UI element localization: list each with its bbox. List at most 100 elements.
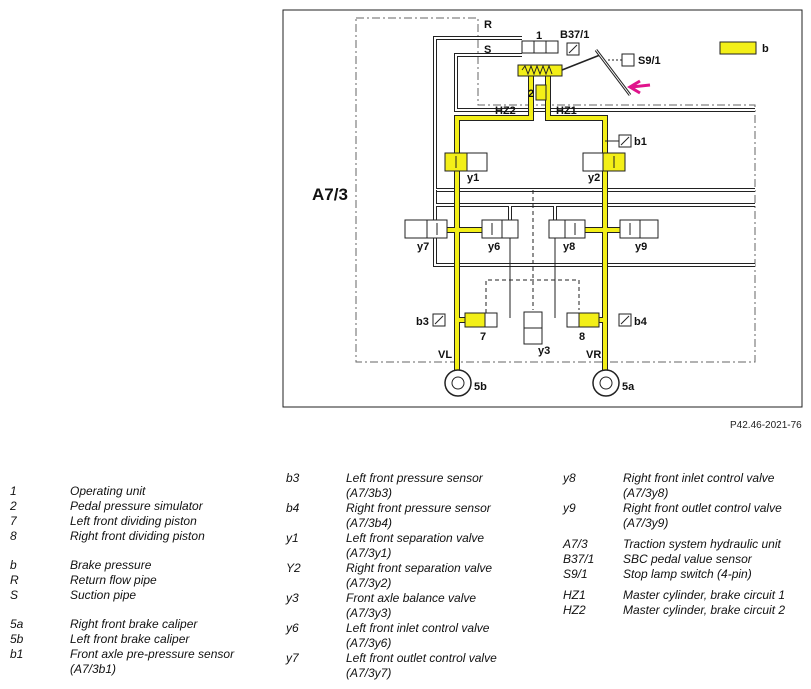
legend-desc: SBC pedal value sensor [623, 552, 752, 566]
label-B37: B37/1 [560, 29, 589, 41]
valve-y2 [582, 152, 626, 172]
legend-code: S [10, 588, 19, 602]
legend-item-sub: (A7/3y2) [286, 576, 556, 591]
legend-code: S9/1 [563, 567, 588, 581]
label-8: 8 [579, 331, 585, 343]
legend-desc: Right front dividing piston [70, 529, 205, 543]
legend-sub: (A7/3y6) [346, 636, 392, 650]
legend-sub: (A7/3y8) [623, 486, 669, 500]
label-5a: 5a [622, 381, 635, 393]
legend-code: y7 [286, 651, 299, 665]
legend-item-sub: (A7/3y7) [286, 666, 556, 681]
legend-desc: Operating unit [70, 484, 146, 498]
legend-desc: Traction system hydraulic unit [623, 537, 781, 551]
diagram-frame [282, 9, 803, 408]
legend-desc: Right front inlet control valve [623, 471, 775, 485]
valve-y9 [619, 219, 659, 239]
legend-desc: Right front outlet control valve [623, 501, 782, 515]
legend-sub: (A7/3b1) [70, 662, 117, 676]
legend-desc: Master cylinder, brake circuit 2 [623, 603, 786, 617]
label-b4: b4 [634, 316, 648, 328]
balance-lines [485, 190, 580, 320]
legend-item-sub: (A7/3y3) [286, 606, 556, 621]
legend-code: 7 [10, 514, 17, 528]
label-R: R [484, 19, 492, 31]
legend-desc: Left front brake caliper [70, 632, 190, 646]
label-VR: VR [586, 349, 601, 361]
label-y8: y8 [563, 241, 575, 253]
legend-code: 5b [10, 632, 24, 646]
label-b3: b3 [416, 316, 429, 328]
legend-desc: Suction pipe [70, 588, 137, 602]
legend-column-3: y8 Right front inlet control valve (A7/3y… [563, 471, 803, 618]
legend-desc: Front axle pre-pressure sensor [70, 647, 235, 661]
legend-item: 5b Left front brake caliper [10, 632, 280, 647]
legend-item: y8 Right front inlet control valve [563, 471, 803, 486]
brake-pedal [594, 49, 651, 96]
legend-item-sub: (A7/3y8) [563, 486, 803, 501]
legend-desc: Right front pressure sensor [346, 501, 491, 515]
legend-desc: Master cylinder, brake circuit 1 [623, 588, 786, 602]
legend-desc: Right front brake caliper [70, 617, 198, 631]
legend-code: R [10, 573, 19, 587]
legend-code: b [10, 558, 17, 572]
legend-item: B37/1 SBC pedal value sensor [563, 552, 803, 567]
legend-desc: Left front inlet control valve [346, 621, 490, 635]
legend-code: b4 [286, 501, 300, 515]
label-y9: y9 [635, 241, 647, 253]
legend-code: y8 [563, 471, 576, 485]
legend-desc: Return flow pipe [70, 573, 157, 587]
pedal-simulator [535, 84, 547, 101]
legend-item-sub: (A7/3y1) [286, 546, 556, 561]
legend-desc: Pedal pressure simulator [70, 499, 203, 513]
legend-sub: (A7/3y9) [623, 516, 669, 530]
label-7: 7 [480, 331, 486, 343]
legend-item-sub: (A7/3b1) [10, 662, 280, 677]
legend-sub: (A7/3y1) [346, 546, 392, 560]
label-y3: y3 [538, 345, 550, 357]
label-5b: 5b [474, 381, 487, 393]
dividing-piston-7 [464, 312, 498, 328]
legend-code: 1 [10, 484, 17, 498]
legend-code: y3 [286, 591, 299, 605]
label-1: 1 [536, 30, 542, 42]
legend-code: b3 [286, 471, 300, 485]
legend-item: b4 Right front pressure sensor [286, 501, 556, 516]
operating-unit [517, 40, 601, 77]
legend-code: 8 [10, 529, 17, 543]
legend-item: 8 Right front dividing piston [10, 529, 280, 544]
legend-item: 5a Right front brake caliper [10, 617, 280, 632]
valve-y3 [523, 311, 543, 345]
legend-code: HZ2 [563, 603, 586, 617]
legend-desc: Left front separation valve [346, 531, 485, 545]
legend-code: b1 [10, 647, 24, 661]
label-HZ1: HZ1 [556, 105, 577, 117]
legend-item: HZ2 Master cylinder, brake circuit 2 [563, 603, 803, 618]
legend-item-sub: (A7/3y9) [563, 516, 803, 531]
hydraulic-unit-boundary [355, 17, 756, 363]
legend-item: b1 Front axle pre-pressure sensor [10, 647, 280, 662]
figure-reference: P42.46-2021-76 [730, 420, 802, 431]
legend-desc: Brake pressure [70, 558, 152, 572]
legend-code: B37/1 [563, 552, 595, 566]
caliper-5a [592, 369, 620, 397]
legend-code: 5a [10, 617, 24, 631]
label-S: S [484, 44, 491, 56]
legend-code: y9 [563, 501, 576, 515]
caliper-5b [444, 369, 472, 397]
label-y1: y1 [467, 172, 479, 184]
legend-sub: (A7/3y3) [346, 606, 392, 620]
legend-code: Y2 [286, 561, 301, 575]
label-b1: b1 [634, 136, 647, 148]
legend-sub: (A7/3y7) [346, 666, 392, 680]
label-y2: y2 [588, 172, 600, 184]
